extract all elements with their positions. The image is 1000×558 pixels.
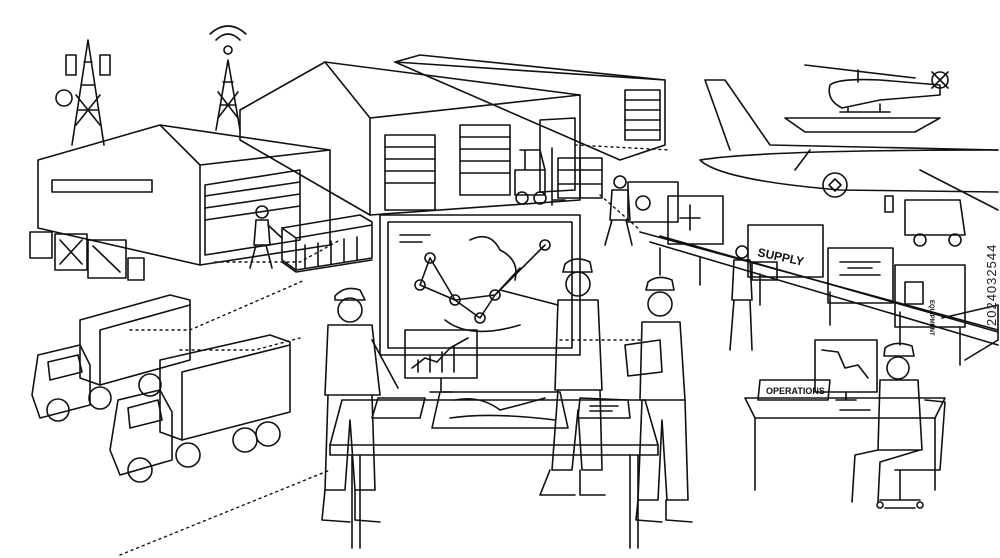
forklift — [514, 147, 603, 206]
equipment-crate-label: EQUIPMENT — [928, 300, 934, 336]
radio-tower-left — [55, 39, 111, 146]
crate-stack-left — [29, 231, 145, 281]
pallet-crates — [281, 214, 373, 273]
map-board — [379, 214, 581, 356]
warehouse-middle — [239, 61, 581, 216]
tablet-stand-display — [404, 329, 478, 393]
truck-back — [31, 294, 191, 422]
warehouse-back — [394, 54, 666, 161]
conveyor-belt — [639, 231, 999, 366]
warehouse-front — [37, 124, 331, 266]
helicopter — [784, 64, 949, 133]
soldier-left — [321, 287, 399, 523]
office-chair — [876, 399, 946, 509]
planning-table — [329, 391, 659, 549]
stock-id-watermark: 2024032544 — [984, 243, 999, 327]
worker-hand-truck — [249, 205, 283, 269]
operations-sign-label: OPERATIONS — [766, 386, 825, 396]
soldier-with-tablet — [624, 276, 693, 523]
cargo-plane — [699, 79, 999, 247]
radio-tower-right — [209, 25, 247, 131]
worker-carrying-box — [604, 175, 778, 351]
truck-front — [109, 334, 291, 483]
soldier-pointing — [499, 258, 606, 496]
operations-desk — [744, 339, 946, 491]
conveyor-crates — [627, 181, 966, 328]
operator-seated — [851, 342, 923, 503]
